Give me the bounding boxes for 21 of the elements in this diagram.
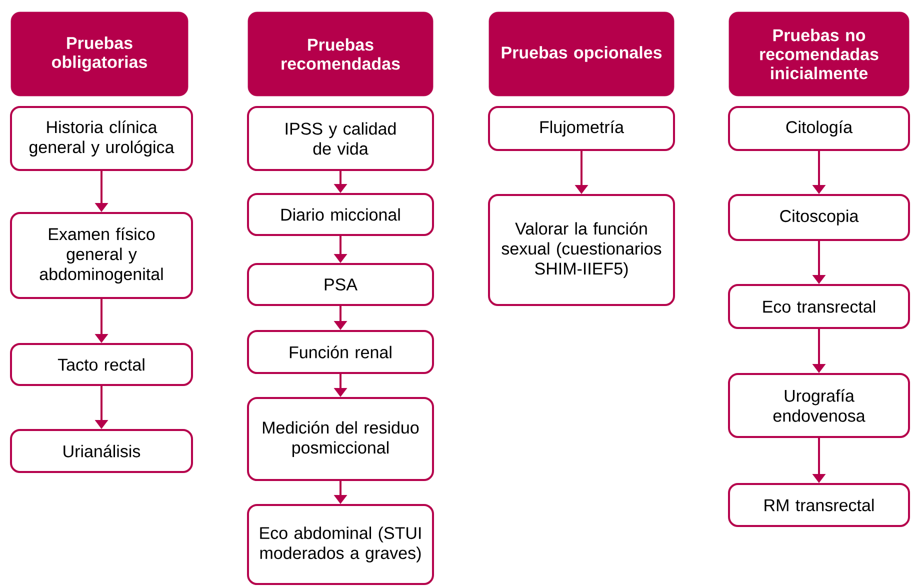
process-box: Urografía endovenosa bbox=[728, 373, 910, 438]
process-box: Diario miccional bbox=[247, 193, 434, 236]
process-box: Citoscopia bbox=[728, 194, 910, 241]
process-box: PSA bbox=[247, 263, 434, 306]
process-box: Medición del residuo posmiccional bbox=[247, 397, 434, 481]
process-box: Examen físico general y abdominogenital bbox=[10, 212, 193, 299]
header-box: Pruebas no recomendadas inicialmente bbox=[728, 12, 910, 96]
process-box: Flujometría bbox=[488, 106, 675, 151]
header-box: Pruebas opcionales bbox=[488, 12, 674, 96]
process-box: IPSS y calidad de vida bbox=[247, 106, 434, 171]
process-box: RM transrectal bbox=[728, 483, 910, 527]
process-box: Tacto rectal bbox=[10, 343, 193, 386]
header-box: Pruebas recomendadas bbox=[248, 12, 434, 96]
process-box: Función renal bbox=[247, 330, 434, 374]
process-box: Valorar la función sexual (cuestionarios SHIM-IIEF5) bbox=[488, 194, 675, 306]
process-box: Historia clínica general y urológica bbox=[10, 106, 193, 171]
header-box: Pruebas obligatorias bbox=[10, 12, 188, 96]
process-box: Citología bbox=[728, 106, 910, 151]
process-box: Eco transrectal bbox=[728, 284, 910, 329]
process-box: Eco abdominal (STUI moderados a graves) bbox=[247, 504, 434, 585]
process-box: Urianálisis bbox=[10, 429, 193, 473]
